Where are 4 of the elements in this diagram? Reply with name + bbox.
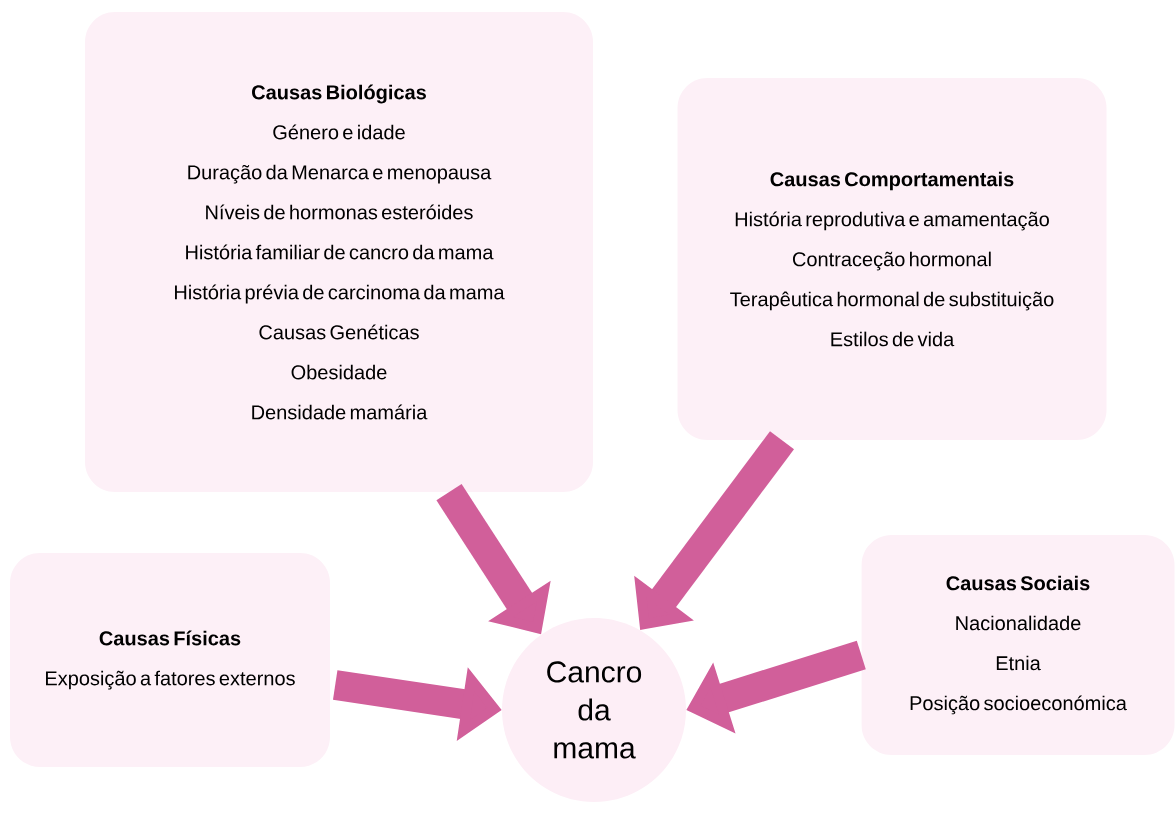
cause-box: Causas Sociais Nacionalidade Etnia Posição socioeconómica — [861, 535, 1175, 755]
cause-box: Causas Comportamentais História reprodutiva e amamentação Contraceção hormonal Terapêutica hormonal de substituição Estilos de vida — [677, 78, 1107, 440]
cause-box: Causas Biológicas Género e idade Duração da Menarca e menopausa Níveis de hormonas esteróides História familiar de cancro da mama História prévia de carcinoma da mama Causas Genéticas Obesidade Densidade mamária — [85, 12, 593, 492]
cause-box: Causas Físicas Exposição a fatores externos — [10, 553, 330, 767]
